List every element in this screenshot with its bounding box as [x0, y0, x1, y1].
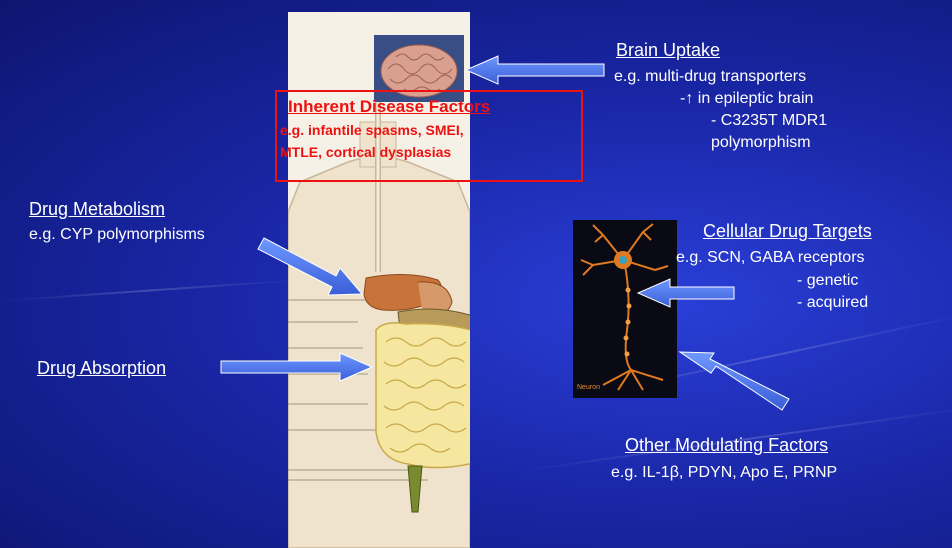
drug-metabolism-label: Drug Metabolism — [29, 198, 165, 220]
brain-uptake-example: e.g. multi-drug transporters — [614, 66, 806, 87]
cellular-targets-label: Cellular Drug Targets — [703, 220, 872, 242]
drug-absorption-arrow — [221, 353, 372, 381]
drug-absorption-label: Drug Absorption — [37, 357, 166, 379]
other-factors-arrow — [680, 352, 789, 410]
brain-uptake-label: Brain Uptake — [616, 39, 720, 61]
drug-metabolism-arrow — [258, 238, 362, 295]
cellular-targets-detail-1: - genetic — [797, 270, 858, 291]
brain-uptake-detail-3: polymorphism — [711, 132, 811, 153]
drug-metabolism-example: e.g. CYP polymorphisms — [29, 224, 205, 245]
other-factors-example: e.g. IL-1β, PDYN, Apo E, PRNP — [611, 462, 837, 483]
brain-uptake-detail-2: - C3235T MDR1 — [711, 110, 827, 131]
brain-uptake-detail-1: -↑ in epileptic brain — [680, 88, 813, 109]
cellular-targets-example: e.g. SCN, GABA receptors — [676, 247, 865, 268]
other-factors-label: Other Modulating Factors — [625, 434, 828, 456]
cellular-targets-detail-2: - acquired — [797, 292, 868, 313]
cellular-targets-arrow — [638, 279, 734, 307]
brain-uptake-arrow — [466, 56, 604, 84]
